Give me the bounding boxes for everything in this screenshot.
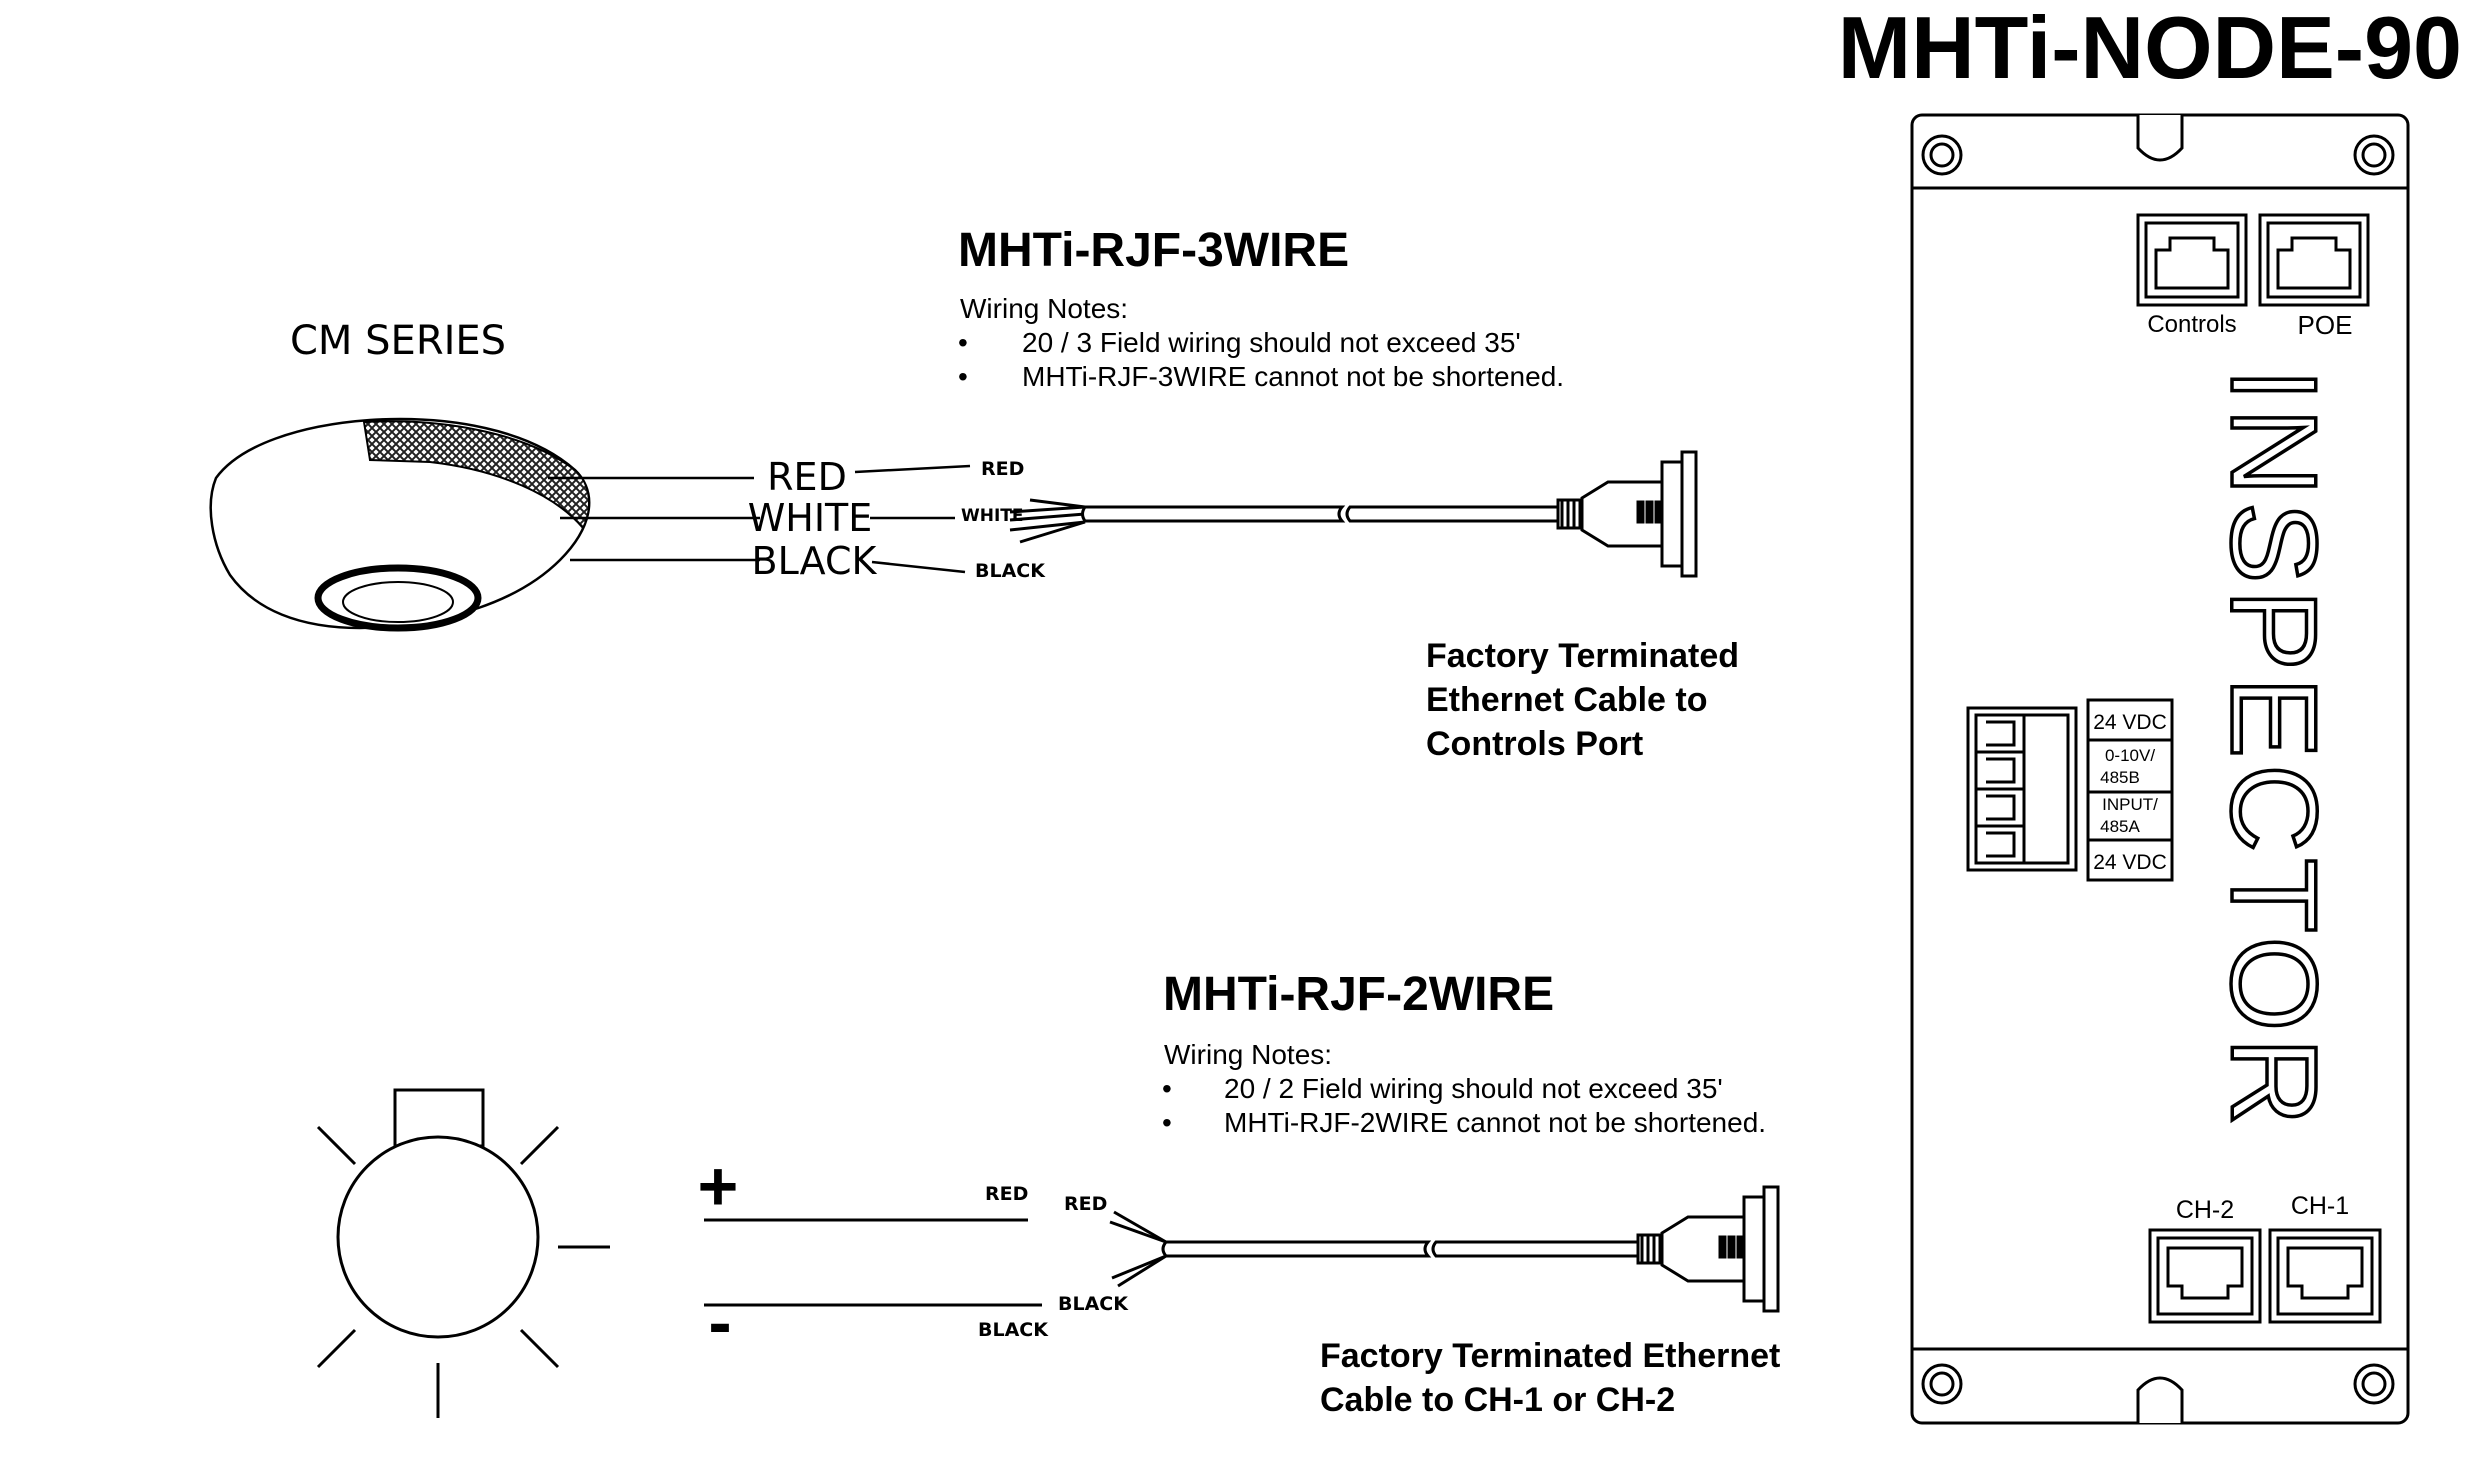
rjf-2wire-cable (1109, 1185, 1780, 1313)
two-wire-leads (704, 1218, 1042, 1307)
poe-port-label: POE (2298, 310, 2353, 340)
rjf-2wire-lead-red: RED (1064, 1193, 1107, 1215)
rjf-3wire-lead-white: WHITE (961, 506, 1024, 526)
screw-icon (2353, 1363, 2395, 1405)
rjf-2wire-notes-heading: Wiring Notes: (1164, 1039, 1332, 1070)
cm-wire-black-label: BLACK (752, 539, 878, 583)
rjf-3wire-cable (1009, 450, 1698, 578)
terminal-block (1966, 706, 2078, 872)
node-title: MHTi-NODE-90 (1838, 0, 2462, 97)
cm-wire-red-label: RED (767, 455, 847, 499)
rjf-3wire-note-1: 20 / 3 Field wiring should not exceed 35… (1022, 327, 1521, 358)
bullet-icon: • (958, 327, 968, 358)
bullet-icon: • (1162, 1107, 1172, 1138)
rjf-2wire-note-2: MHTi-RJF-2WIRE cannot not be shortened. (1224, 1107, 1766, 1138)
ch2-port-label: CH-2 (2176, 1196, 2234, 1224)
screw-icon (1921, 1363, 1963, 1405)
terminal-24vdc-bottom: 24 VDC (2093, 851, 2167, 874)
ch1-port-label: CH-1 (2291, 1192, 2349, 1220)
node-enclosure (1910, 113, 2410, 1425)
inspector-brand-logo: INSPECTOR (2206, 368, 2342, 1132)
rjf-3wire-lead-black: BLACK (975, 560, 1046, 582)
rjf-2wire-lead-black: BLACK (1058, 1293, 1129, 1315)
two-wire-red-label: RED (985, 1183, 1028, 1205)
cm-series-sensor-icon (209, 417, 591, 632)
rjf-2wire-caption-line2: Cable to CH-1 or CH-2 (1320, 1381, 1675, 1419)
bullet-icon: • (958, 361, 968, 392)
rjf-3wire-lead-red: RED (981, 458, 1024, 480)
screw-icon (2353, 134, 2395, 176)
cm-series-label: CM SERIES (290, 318, 506, 364)
cm-wire-white-label: WHITE (748, 496, 873, 540)
poe-port-jack (2258, 213, 2370, 307)
rjf-2wire-note-1: 20 / 2 Field wiring should not exceed 35… (1224, 1073, 1723, 1104)
terminal-input-line1: INPUT/ (2102, 795, 2158, 814)
cm-wires (548, 464, 971, 574)
terminal-24vdc-top: 24 VDC (2093, 711, 2167, 734)
terminal-labels-box (2086, 698, 2174, 882)
terminal-0-10v-line2: 485B (2100, 768, 2140, 787)
rjf-3wire-note-2: MHTi-RJF-3WIRE cannot not be shortened. (1022, 361, 1564, 392)
rjf-3wire-notes-heading: Wiring Notes: (960, 293, 1128, 324)
positive-sign: + (698, 1147, 739, 1225)
rjf-3wire-title: MHTi-RJF-3WIRE (958, 224, 1349, 277)
screw-icon (1921, 134, 1963, 176)
negative-sign: - (708, 1283, 731, 1361)
rjf-3wire-caption-line2: Ethernet Cable to (1426, 681, 1707, 719)
ch2-port-jack (2148, 1228, 2262, 1324)
rjf-2wire-caption-line1: Factory Terminated Ethernet (1320, 1337, 1780, 1375)
rjf-3wire-caption-line3: Controls Port (1426, 725, 1643, 763)
controls-port-jack (2136, 213, 2248, 307)
terminal-input-line2: 485A (2100, 817, 2140, 836)
terminal-0-10v-line1: 0-10V/ (2105, 746, 2155, 765)
rjf-2wire-title: MHTi-RJF-2WIRE (1163, 968, 1554, 1021)
bullet-icon: • (1162, 1073, 1172, 1104)
photo-sensor-icon (316, 1088, 610, 1418)
ch1-port-jack (2268, 1228, 2382, 1324)
two-wire-black-label: BLACK (978, 1319, 1049, 1341)
controls-port-label: Controls (2147, 311, 2236, 338)
rjf-3wire-caption-line1: Factory Terminated (1426, 637, 1739, 675)
